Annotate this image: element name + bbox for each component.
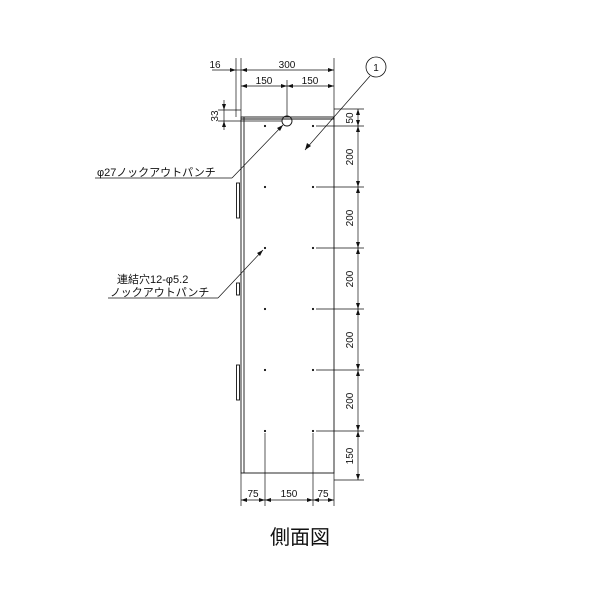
- hole: [263, 307, 267, 311]
- dim-bottom-seg: 150: [281, 489, 298, 500]
- hole: [311, 124, 315, 128]
- view-title: 側面図: [270, 526, 330, 549]
- holes-leader: [217, 249, 264, 299]
- dim-top-overall: 300: [279, 60, 296, 71]
- knockout-circle: [281, 115, 293, 127]
- panel-outline: [240, 116, 335, 474]
- knockout-arrowhead: [277, 125, 283, 131]
- dim-right-seg: 150: [345, 447, 356, 464]
- slot-middle: [236, 282, 240, 296]
- holes-arrowhead: [257, 250, 263, 256]
- hole: [263, 124, 267, 128]
- holes-label-line2: ノックアウトパンチ: [110, 286, 209, 299]
- hole: [263, 368, 267, 372]
- balloon-label: 1: [373, 63, 379, 74]
- dim-top-left-offset: 16: [209, 60, 221, 71]
- slot-lower: [236, 364, 240, 401]
- dim-right-seg: 200: [345, 392, 356, 409]
- balloon-leader: [304, 75, 371, 151]
- connection-holes: [263, 124, 315, 433]
- dim-bottom-seg: 75: [317, 489, 329, 500]
- dim-top-half-right: 150: [302, 76, 319, 87]
- dim-right-seg: 200: [345, 148, 356, 165]
- dim-left-33: 33: [210, 110, 221, 122]
- hole: [263, 185, 267, 189]
- hole: [311, 307, 315, 311]
- hole: [263, 246, 267, 250]
- holes-label-line1: 連結穴12-φ5.2: [117, 272, 188, 286]
- hole: [263, 429, 267, 433]
- hole: [311, 368, 315, 372]
- dim-right-seg: 200: [345, 209, 356, 226]
- dim-bottom-seg: 75: [247, 489, 259, 500]
- hole: [311, 185, 315, 189]
- dim-right-seg: 200: [345, 331, 356, 348]
- hole: [311, 246, 315, 250]
- knockout-leader: [231, 124, 284, 179]
- balloon-arrowhead: [305, 143, 311, 150]
- knockout-label: φ27ノックアウトパンチ: [97, 166, 216, 179]
- balloon-circle: [365, 56, 387, 78]
- hole: [311, 429, 315, 433]
- dim-right-seg: 200: [345, 270, 356, 287]
- dim-right-seg: 50: [345, 112, 356, 124]
- dim-top-half-left: 150: [256, 76, 273, 87]
- slot-upper: [236, 182, 240, 219]
